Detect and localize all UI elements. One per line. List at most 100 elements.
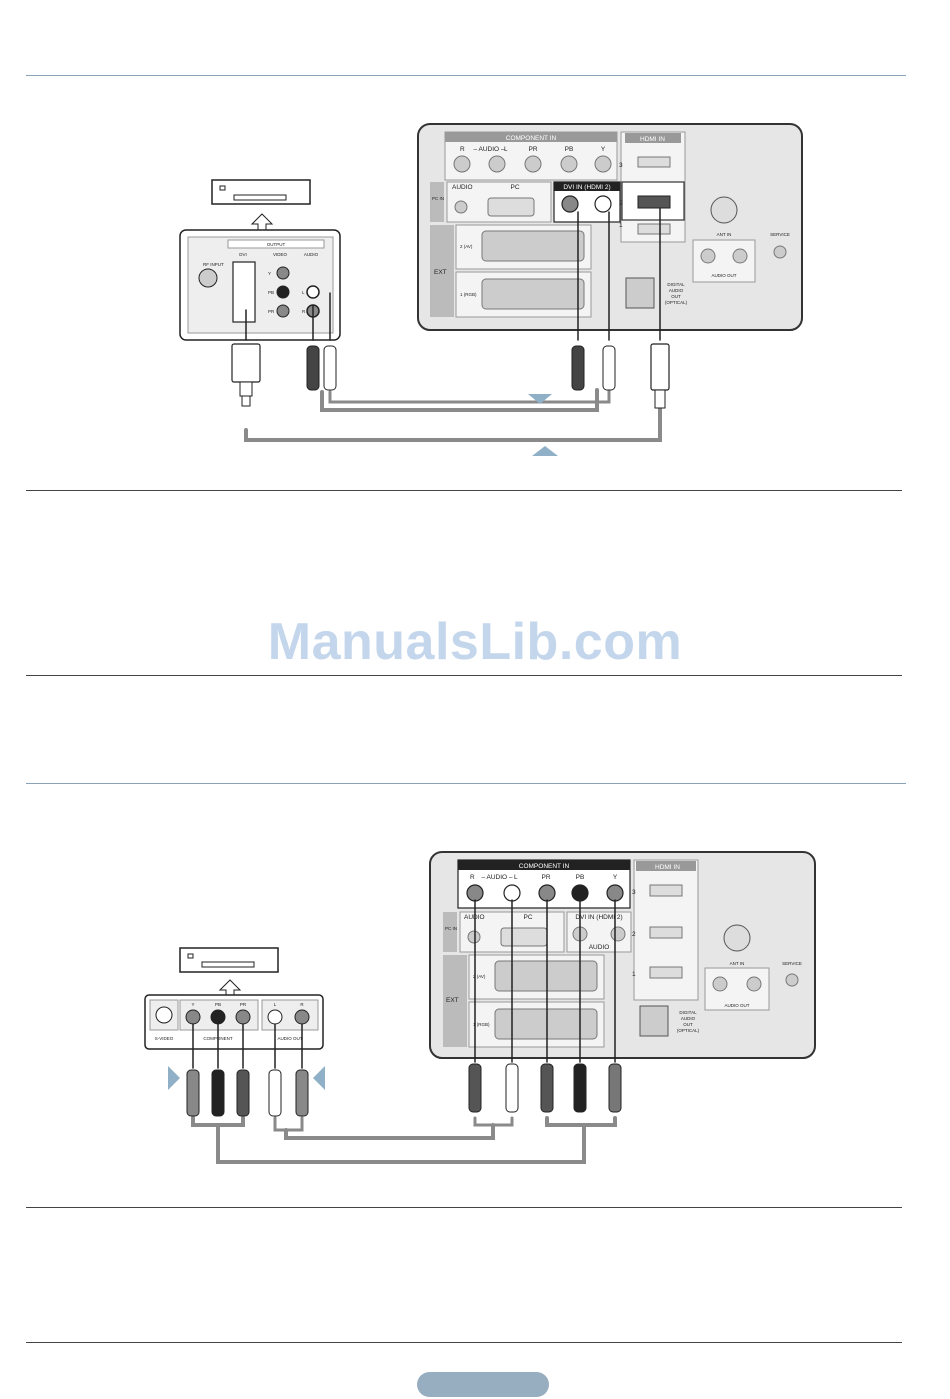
digital-audio-label: AUDIO bbox=[669, 288, 684, 293]
y-label: Y bbox=[613, 874, 618, 881]
ant-in-label: ANT IN bbox=[730, 961, 745, 966]
arrow-up-icon bbox=[532, 446, 558, 456]
scart-port-icon bbox=[481, 278, 585, 310]
audio-out-label: AUDIO OUT bbox=[724, 1003, 749, 1008]
hdmi-port-icon bbox=[649, 926, 683, 939]
pc-label: PC bbox=[523, 914, 532, 921]
arrow-right-icon bbox=[168, 1066, 180, 1090]
audio-r-label: R bbox=[470, 874, 475, 881]
audio-r-label: R bbox=[460, 146, 465, 153]
audio-l-out-jack-icon bbox=[306, 285, 320, 299]
ant-in-label: ANT IN bbox=[717, 232, 732, 237]
plugs bbox=[186, 1063, 622, 1117]
audio-l-jack-icon bbox=[503, 884, 521, 902]
optical-port-icon bbox=[639, 1005, 669, 1037]
y-jack-icon bbox=[185, 1009, 201, 1025]
hdmi-port-icon bbox=[637, 156, 671, 168]
antenna-jack-icon bbox=[710, 196, 738, 224]
rca-plug-red-icon bbox=[295, 1069, 309, 1117]
scart-port-icon bbox=[494, 1008, 598, 1040]
y-jack-icon bbox=[606, 884, 624, 902]
dvi-hdmi-cable bbox=[244, 404, 662, 442]
service-jack-icon bbox=[773, 245, 787, 259]
service-label: SERVICE bbox=[782, 961, 802, 966]
dev-pb-label: PB bbox=[268, 290, 274, 295]
audio-r-out-jack-icon bbox=[294, 1009, 310, 1025]
rca-plug-red-icon bbox=[236, 1069, 250, 1117]
audio-cable-device-bundle bbox=[273, 1116, 304, 1132]
audio-r-jack-icon bbox=[466, 884, 484, 902]
section-rule-3 bbox=[26, 783, 906, 784]
audio-cable-bundle bbox=[320, 388, 599, 412]
audio-l-label: L bbox=[504, 146, 508, 153]
pc-in-label: PC IN bbox=[432, 196, 444, 201]
pr-jack-icon bbox=[276, 304, 290, 318]
rca-plug-red-icon bbox=[571, 345, 585, 391]
rca-plug-red-icon bbox=[540, 1063, 554, 1113]
rca-jack-icon bbox=[488, 155, 506, 173]
pc-in-label: PC IN bbox=[445, 926, 457, 931]
hdmi-plug-icon bbox=[650, 343, 670, 391]
digital-label: DIGITAL bbox=[667, 282, 685, 287]
arrow-left-icon bbox=[313, 1066, 325, 1090]
device-audio-label: AUDIO bbox=[304, 252, 319, 257]
digital-out-label: OUT bbox=[671, 294, 681, 299]
component-video-cable bbox=[216, 1123, 586, 1164]
section-rule-4 bbox=[26, 1207, 902, 1208]
audio-out-jack-icon bbox=[746, 976, 762, 992]
hdmi-1-label: 1 bbox=[632, 971, 636, 978]
dvi-audio-jack-icon bbox=[610, 926, 626, 942]
dvi-audio-r-jack-icon bbox=[561, 195, 579, 213]
diagram-hdmi-dvi-svg: COMPONENT IN R – AUDIO – L PR PB Y HDMI … bbox=[179, 123, 803, 456]
component-in-label: COMPONENT IN bbox=[506, 135, 557, 142]
hdmi-3-label: 3 bbox=[632, 889, 636, 896]
diagram-component-svg: COMPONENT IN R – AUDIO – L PR PB Y HDMI … bbox=[144, 851, 816, 1164]
audio-cable-inner bbox=[328, 388, 611, 404]
pb-jack-icon bbox=[210, 1009, 226, 1025]
audio-out-jack-icon bbox=[712, 976, 728, 992]
ext2-label: 2 (AV) bbox=[473, 974, 486, 979]
pr-label: PR bbox=[528, 146, 537, 153]
rca-plug-red-icon bbox=[306, 345, 320, 391]
rf-jack-icon bbox=[198, 268, 218, 288]
audio-out-jack-icon bbox=[732, 248, 748, 264]
dvi-label: DVI bbox=[239, 252, 247, 257]
external-device: RF INPUT OUTPUT DVI VIDEO AUDIO Y PB PR … bbox=[179, 179, 341, 341]
arrow-up-icon bbox=[218, 979, 242, 997]
dvi-audio-label: AUDIO bbox=[589, 944, 610, 951]
arrow-up-icon bbox=[250, 213, 274, 231]
top-rule bbox=[26, 75, 906, 76]
rca-jack-icon bbox=[524, 155, 542, 173]
dev-pb-label: PB bbox=[215, 1002, 221, 1007]
hdmi-port-icon bbox=[649, 966, 683, 979]
digital-audio-label: AUDIO bbox=[681, 1016, 696, 1021]
ext-label: EXT bbox=[434, 269, 447, 276]
audio-out-label: AUDIO OUT bbox=[711, 273, 736, 278]
hdmi-2-label: 2 bbox=[632, 931, 636, 938]
hdmi-port-icon bbox=[649, 884, 683, 897]
video-label: VIDEO bbox=[273, 252, 288, 257]
rf-input-label: RF INPUT bbox=[203, 262, 224, 267]
plugs bbox=[231, 343, 670, 409]
rca-plug-white-icon bbox=[602, 345, 616, 391]
pb-jack-icon bbox=[571, 884, 589, 902]
scart-port-icon bbox=[481, 230, 585, 262]
pr-jack-icon bbox=[235, 1009, 251, 1025]
optical-port-icon bbox=[625, 277, 655, 309]
digital-optical-label: (OPTICAL) bbox=[677, 1028, 700, 1033]
dev-y-label: Y bbox=[191, 1002, 194, 1007]
scart-port-icon bbox=[494, 960, 598, 992]
rca-jack-icon bbox=[560, 155, 578, 173]
hdmi-in-label: HDMI IN bbox=[640, 136, 665, 143]
hdmi-in-label: HDMI IN bbox=[655, 864, 680, 871]
component-cable-tv-bundle bbox=[545, 1116, 617, 1127]
tv-rear-panel: COMPONENT IN R – AUDIO – L PR PB Y HDMI … bbox=[429, 851, 816, 1059]
dev-l-label: L bbox=[302, 290, 305, 295]
section-rule-5 bbox=[26, 1342, 902, 1343]
rca-plug-red-icon bbox=[468, 1063, 482, 1113]
audio-dash-label: – AUDIO – bbox=[481, 874, 512, 881]
pb-jack-icon bbox=[276, 285, 290, 299]
hdmi-port-icon bbox=[637, 223, 671, 235]
diagram-hdmi-dvi: COMPONENT IN R – AUDIO – L PR PB Y HDMI … bbox=[0, 100, 950, 470]
audio-cable bbox=[284, 1123, 495, 1140]
